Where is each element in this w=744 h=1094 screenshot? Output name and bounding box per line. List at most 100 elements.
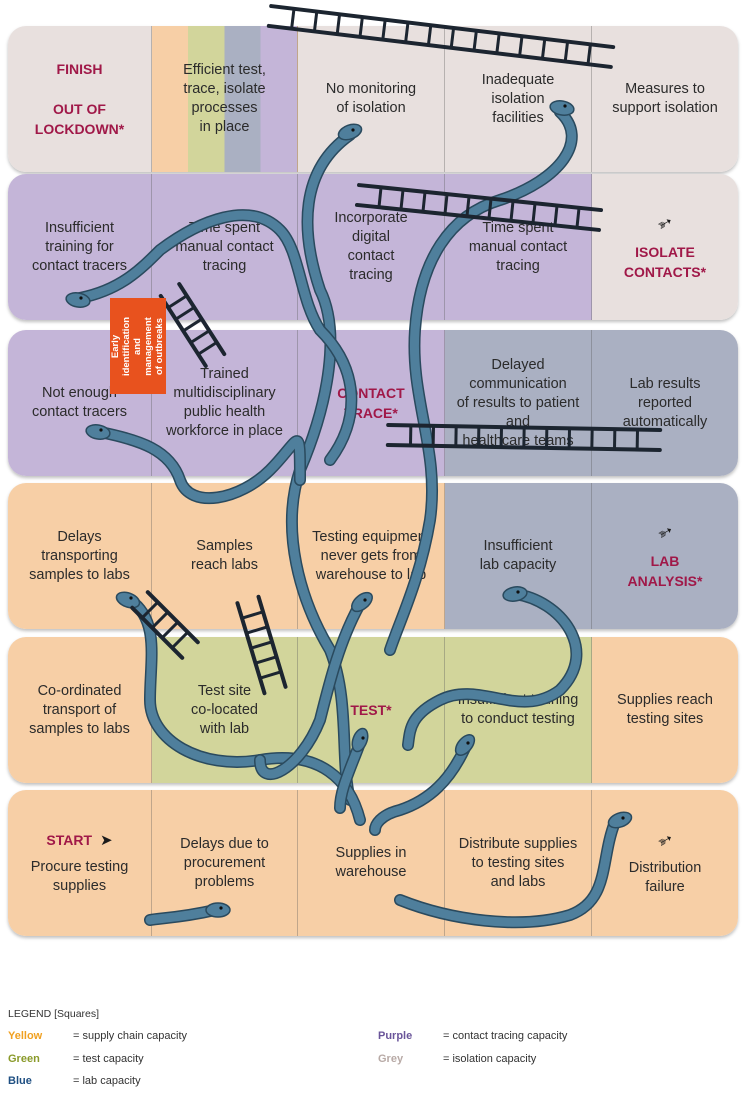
legend-item: Blue = lab capacity — [8, 1075, 348, 1091]
square-content: Samples reach labs — [191, 537, 258, 575]
square-r4-c2: Trained multidisciplinary public health … — [152, 330, 298, 476]
square-text: Distribution failure — [628, 859, 702, 895]
square-text: Supplies in warehouse — [335, 845, 407, 880]
square-content: Insufficient lab capacity — [480, 537, 557, 575]
square-r4-c3: CONTACT TRACE* — [298, 330, 445, 476]
square-content: CONTACT TRACE* — [337, 383, 404, 423]
legend-item-desc: = lab capacity — [73, 1075, 141, 1087]
square-r4-c5: Lab results reported automatically — [592, 330, 738, 476]
square-content: Insufficient training to conduct testing — [458, 691, 579, 729]
legend-item-desc: = isolation capacity — [443, 1053, 537, 1065]
square-text: No monitoring of isolation — [325, 81, 417, 116]
legend-item-name: Green — [8, 1053, 40, 1065]
square-content: Measures to support isolation — [612, 80, 718, 118]
game-board: FINISH OUT OF LOCKDOWN* Efficient test, t… — [8, 26, 738, 936]
square-text: Time spent manual contact tracing — [468, 219, 568, 274]
square-text: Trained multidisciplinary public health … — [166, 366, 283, 439]
square-content: Trained multidisciplinary public health … — [166, 365, 283, 441]
square-text: LAB ANALYSIS* — [627, 552, 703, 589]
square-content: Time spent manual contact tracing — [175, 219, 273, 276]
outbreak-label-text: Early identification and management of o… — [110, 316, 166, 376]
square-r3-c5: ➳LAB ANALYSIS* — [592, 483, 738, 629]
square-r3-c4: Insufficient lab capacity — [445, 483, 592, 629]
square-r6-c2: Efficient test, trace, isolate processes… — [152, 26, 298, 172]
square-content: Supplies reach testing sites — [617, 691, 713, 729]
square-content: ➳LAB ANALYSIS* — [627, 519, 703, 591]
square-r3-c2: Samples reach labs — [152, 483, 298, 629]
legend-item-name: Yellow — [8, 1030, 43, 1042]
square-r5-c5: ➳ISOLATE CONTACTS* — [592, 174, 738, 320]
square-content: Lab results reported automatically — [623, 375, 708, 432]
square-text: Insufficient training to conduct testing — [457, 692, 579, 727]
square-text: TEST* — [350, 702, 392, 718]
square-r1-c1: START➤Procure testing supplies — [8, 790, 152, 936]
legend-item-desc: = supply chain capacity — [73, 1030, 188, 1042]
square-text: FINISH OUT OF LOCKDOWN* — [34, 61, 125, 137]
square-text: ISOLATE CONTACTS* — [623, 243, 707, 280]
square-content: Delays transporting samples to labs — [29, 528, 130, 585]
square-r6-c1: FINISH OUT OF LOCKDOWN* — [8, 26, 152, 172]
square-text: Distribute supplies to testing sites and… — [458, 835, 578, 890]
square-content: Inadequate isolation facilities — [482, 71, 555, 128]
square-content: Delayed communication of results to pati… — [453, 356, 583, 451]
square-text: Supplies reach testing sites — [617, 692, 713, 727]
legend-item: Green = test capacity — [8, 1053, 348, 1069]
legend-item-desc: = contact tracing capacity — [443, 1030, 568, 1042]
square-text: Samples reach labs — [191, 538, 258, 573]
square-r5-c4: Time spent manual contact tracing — [445, 174, 592, 320]
square-r1-c3: Supplies in warehouse — [298, 790, 445, 936]
square-r2-c3: TEST* — [298, 637, 445, 783]
board-row-6: FINISH OUT OF LOCKDOWN* Efficient test, t… — [8, 26, 738, 172]
legend-item-name: Purple — [378, 1030, 413, 1042]
square-r6-c3: No monitoring of isolation — [298, 26, 445, 172]
square-text: Time spent manual contact tracing — [175, 219, 274, 274]
legend-item-desc: = test capacity — [73, 1053, 144, 1065]
square-r1-c5: ➳Distribution failure — [592, 790, 738, 936]
square-text: Efficient test, trace, isolate processes… — [183, 62, 266, 135]
square-r2-c4: Insufficient training to conduct testing — [445, 637, 592, 783]
square-content: Efficient test, trace, isolate processes… — [183, 61, 266, 137]
start-label: START — [46, 832, 93, 848]
legend-item-name: Grey — [378, 1053, 404, 1065]
square-content: Delays due to procurement problems — [180, 835, 269, 892]
square-r1-c4: Distribute supplies to testing sites and… — [445, 790, 592, 936]
legend-title: LEGEND [Squares] — [8, 1008, 100, 1020]
square-content: START➤Procure testing supplies — [31, 830, 129, 896]
arrow-icon: ➤ — [100, 832, 113, 849]
square-r3-c3: Testing equipment never gets from wareho… — [298, 483, 445, 629]
square-r3-c1: Delays transporting samples to labs — [8, 483, 152, 629]
square-content: Distribute supplies to testing sites and… — [459, 835, 577, 892]
square-content: Co-ordinated transport of samples to lab… — [29, 682, 130, 739]
square-r2-c5: Supplies reach testing sites — [592, 637, 738, 783]
square-content: TEST* — [350, 700, 391, 720]
square-text: Lab results reported automatically — [622, 375, 708, 430]
square-content: Time spent manual contact tracing — [469, 219, 567, 276]
square-r2-c2: Test site co-located with lab — [152, 637, 298, 783]
legend-item: Grey = isolation capacity — [378, 1053, 718, 1069]
board-row-3: Delays transporting samples to labs Sampl… — [8, 483, 738, 629]
square-content: Supplies in warehouse — [336, 844, 407, 882]
outbreak-label: Early identification and management of o… — [110, 298, 166, 394]
legend: LEGEND [Squares] Yellow = supply chain ca… — [8, 1008, 728, 1088]
square-r6-c4: Inadequate isolation facilities — [445, 26, 592, 172]
square-content: Insufficient training for contact tracer… — [32, 219, 127, 276]
square-text: Incorporate digital contact tracing — [334, 210, 408, 283]
square-text: Delayed communication of results to pati… — [456, 356, 580, 449]
square-content: Incorporate digital contact tracing — [334, 209, 407, 285]
square-text: Co-ordinated transport of samples to lab… — [29, 682, 130, 737]
legend-item-name: Blue — [8, 1075, 32, 1087]
legend-item: Yellow = supply chain capacity — [8, 1030, 348, 1046]
square-content: Test site co-located with lab — [191, 682, 258, 739]
board-row-2: Co-ordinated transport of samples to lab… — [8, 637, 738, 783]
square-r2-c1: Co-ordinated transport of samples to lab… — [8, 637, 152, 783]
square-content: Testing equipment never gets from wareho… — [312, 528, 430, 585]
square-r5-c3: Incorporate digital contact tracing — [298, 174, 445, 320]
square-text: Insufficient lab capacity — [479, 538, 557, 573]
square-r6-c5: Measures to support isolation — [592, 26, 738, 172]
square-content: ➳ISOLATE CONTACTS* — [623, 210, 707, 282]
square-text: Measures to support isolation — [612, 81, 718, 116]
square-text: Testing equipment never gets from wareho… — [312, 528, 430, 583]
square-text: Insufficient training for contact tracer… — [31, 219, 128, 274]
square-text: Delays transporting samples to labs — [29, 528, 130, 583]
